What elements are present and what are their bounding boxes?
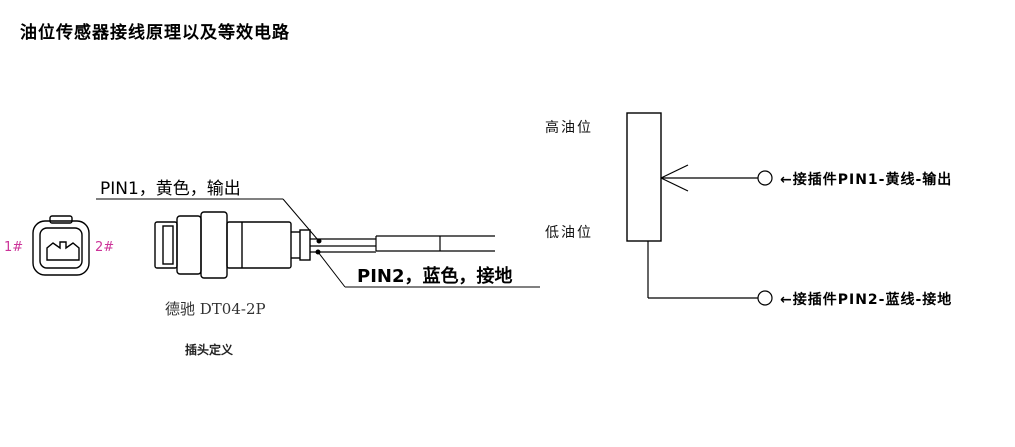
connector-body-icon [154, 211, 311, 279]
connector-pin1-note: ←接插件PIN1-黄线-输出 [780, 172, 953, 188]
connector-pin2-note: ←接插件PIN2-蓝线-接地 [780, 292, 953, 308]
low-level-label: 低油位 [545, 225, 593, 241]
plug-definition-caption: 插头定义 [185, 343, 234, 357]
pin1-label: PIN1，黄色，输出 [100, 179, 241, 199]
pin-leader-lines [96, 198, 540, 288]
connector-model: 德驰 DT04-2P [165, 300, 266, 318]
cable [310, 235, 495, 253]
pin2-marker: 2# [95, 240, 115, 255]
wiper-arrow-icon [660, 164, 773, 192]
pin1-marker: 1# [4, 240, 24, 255]
connector-face-icon [32, 215, 90, 276]
sensor-resistor [626, 112, 662, 242]
diagram-title: 油位传感器接线原理以及等效电路 [20, 23, 290, 43]
ground-wire [647, 241, 773, 306]
pin2-label: PIN2，蓝色，接地 [357, 266, 513, 287]
high-level-label: 高油位 [545, 120, 593, 136]
